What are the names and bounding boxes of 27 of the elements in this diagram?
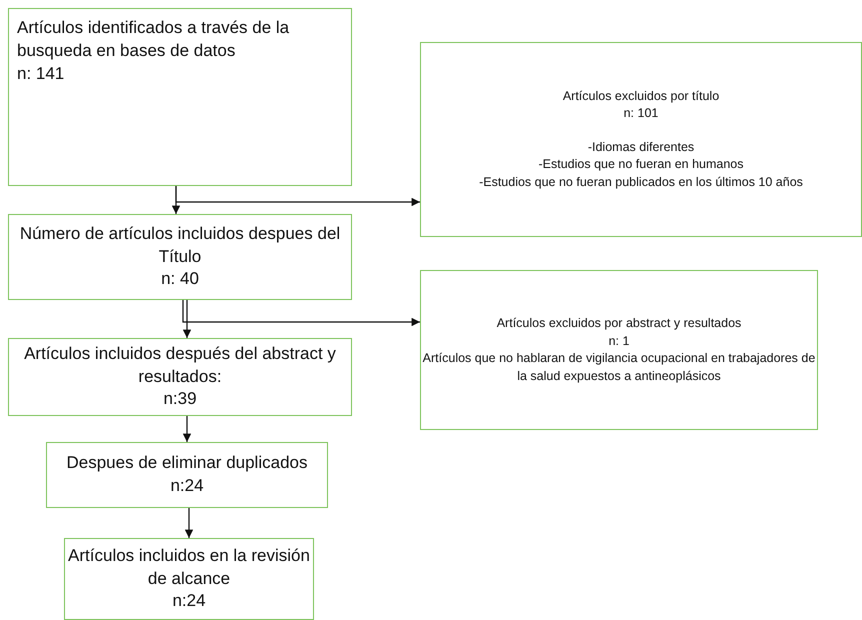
box-text: n: 141 — [17, 62, 66, 85]
box-text: n:24 — [171, 590, 207, 612]
arrow — [182, 416, 192, 442]
arrow — [175, 186, 420, 206]
box-text: n: 1 — [608, 332, 630, 350]
exclusion-box — [420, 270, 818, 430]
box-heading: Artículos excluidos por título — [562, 88, 720, 105]
process-box — [8, 338, 352, 416]
arrow — [184, 508, 194, 538]
box-text: n:24 — [169, 475, 205, 497]
box-heading: Despues de eliminar duplicados — [66, 452, 308, 474]
box-heading: Artículos excluidos por abstract y resultados — [496, 315, 742, 332]
box-text: -Estudios que no fueran publicados en los últimos 10 años — [478, 174, 804, 191]
box-heading: Artículos incluidos después del abstract y resultados: — [23, 342, 337, 388]
arrow — [182, 300, 420, 326]
process-box — [8, 214, 352, 300]
process-box — [64, 538, 314, 620]
process-box — [8, 8, 352, 186]
box-text: n: 101 — [622, 105, 660, 122]
box-text: n:39 — [162, 388, 198, 410]
arrow — [182, 300, 192, 338]
box-text: Artículos que no hablaran de vigilancia ocupacional en trabajadores de la salud expuestos a antineoplásicos — [422, 350, 816, 385]
box-text: -Idiomas diferentes — [586, 138, 696, 156]
process-box — [46, 442, 328, 508]
exclusion-box — [420, 42, 862, 237]
box-text: n: 40 — [160, 268, 200, 290]
box-text: -Estudios que no fueran en humanos — [538, 156, 744, 174]
